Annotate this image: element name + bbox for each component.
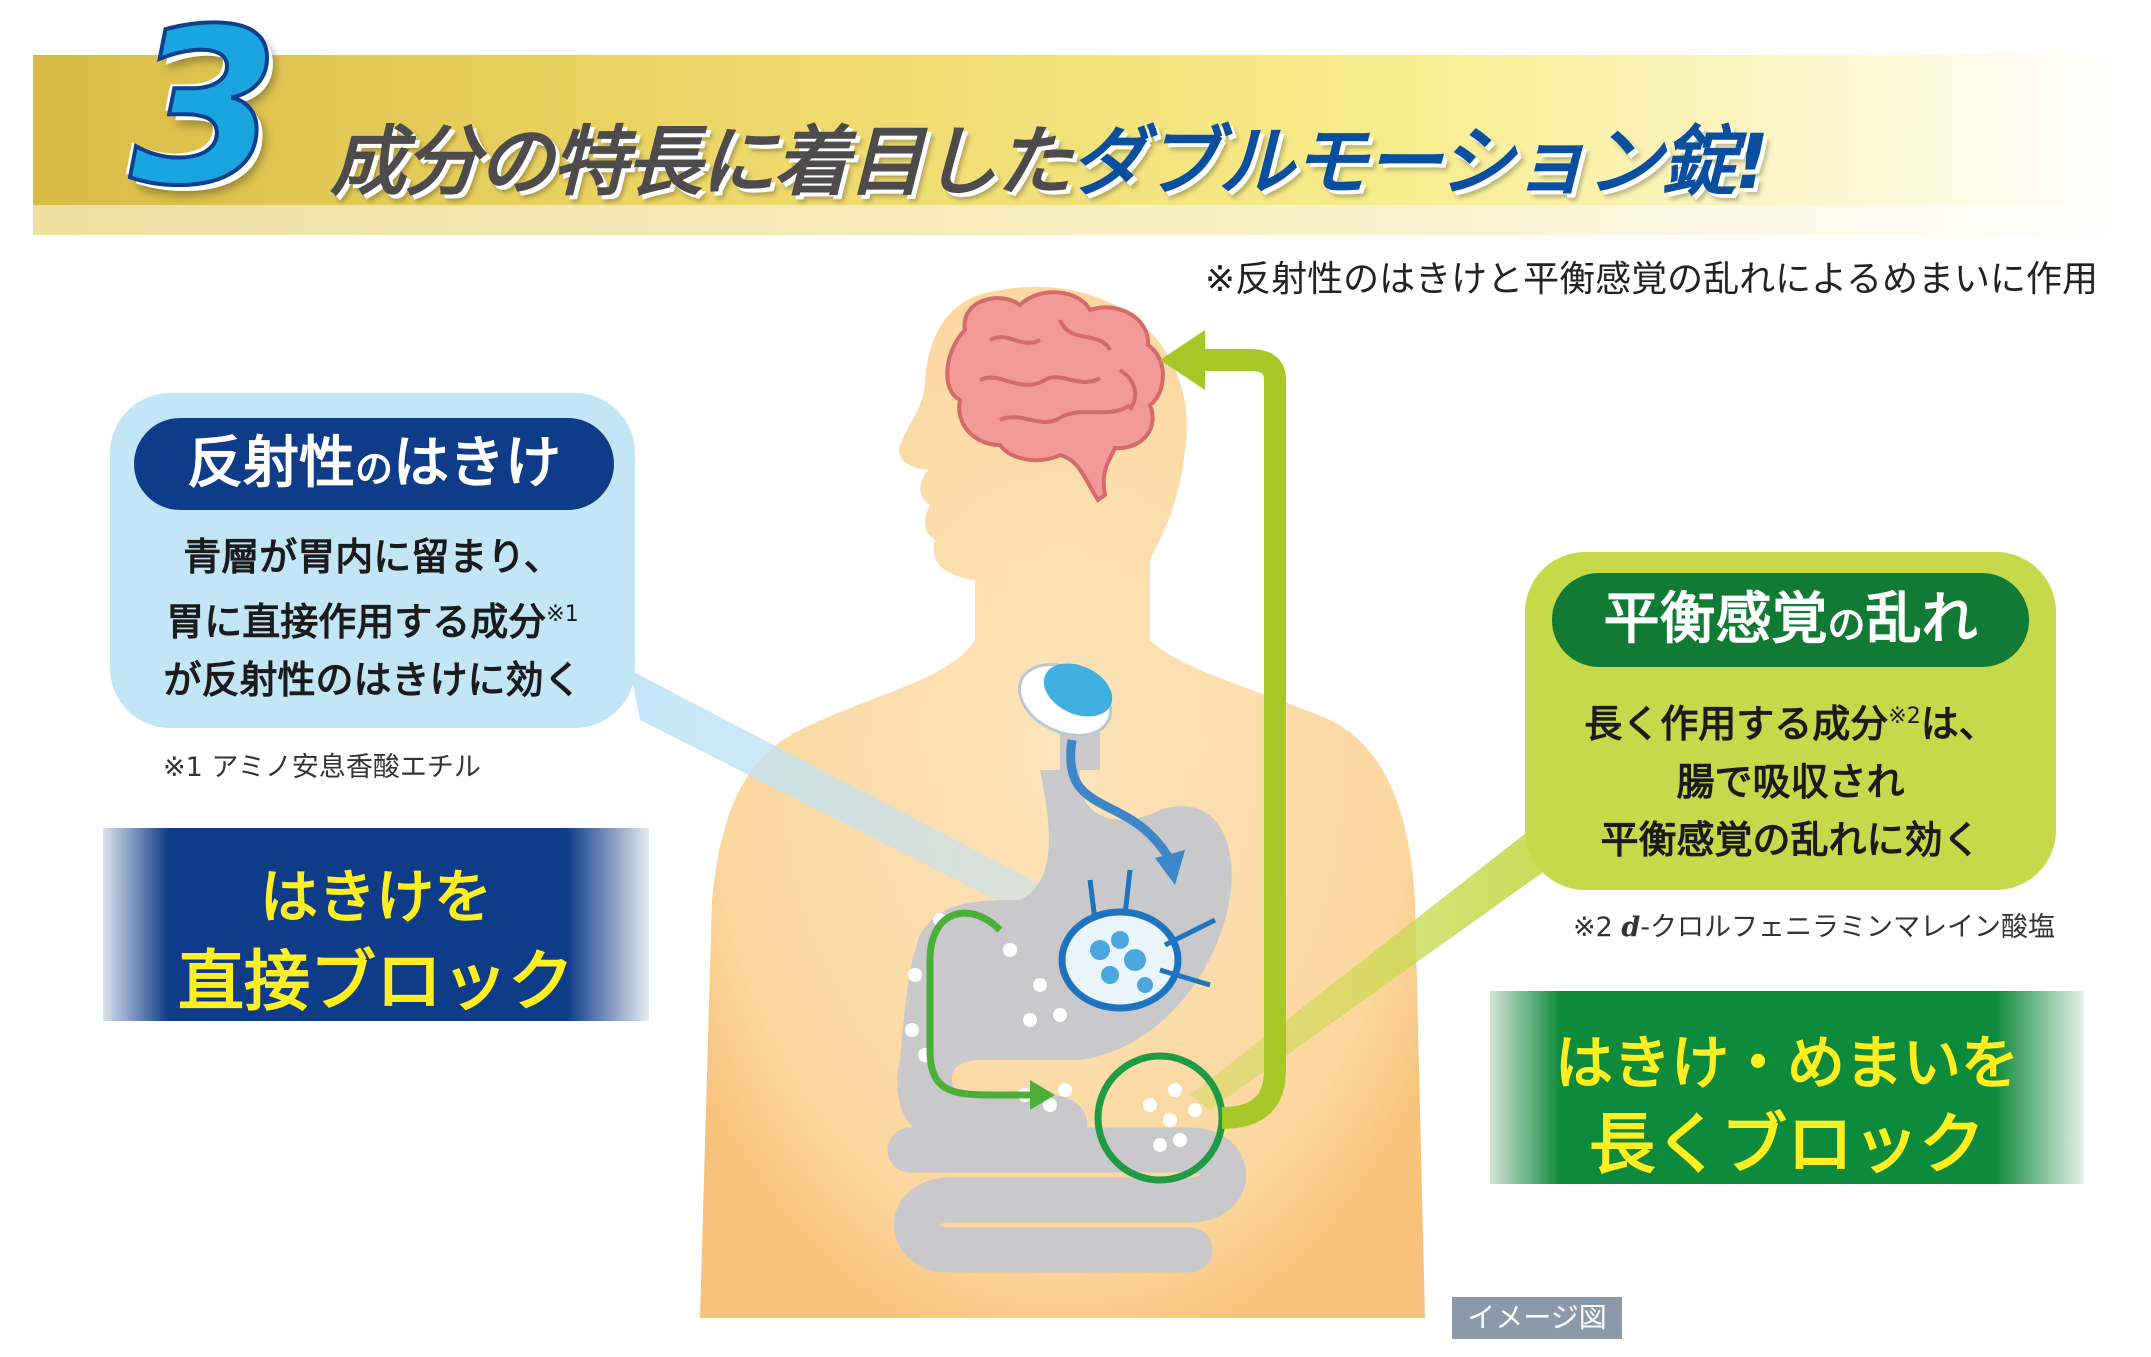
description-line: 平衡感覚の乱れに効く: [1600, 818, 1981, 862]
nausea-callout: 反射性のはきけ 青層が胃内に留まり、 胃に直接作用する成分※1 が反射性のはきけ…: [110, 393, 635, 728]
heading-end: はきけ: [393, 431, 561, 496]
balance-description: 長く作用する成分※2は、 腸で吸収され 平衡感覚の乱れに効く: [1525, 688, 2056, 869]
result-line: 直接ブロック: [178, 943, 574, 1020]
description-line: 腸で吸収され: [1676, 760, 1905, 804]
footnote-1: ※1 アミノ安息香酸エチル: [163, 752, 481, 783]
description-line: が反射性のはきけに効く: [163, 658, 582, 702]
line-text: は、: [1920, 702, 1997, 746]
stomach-target-circle: [1058, 869, 1217, 1012]
heading-end: 乱れ: [1865, 587, 1978, 652]
heading-particle: の: [354, 447, 393, 491]
page-title: 成分の特長に着目したダブルモーション錠!: [330, 100, 1769, 210]
nausea-description: 青層が胃内に留まり、 胃に直接作用する成分※1 が反射性のはきけに効く: [110, 528, 635, 709]
balance-result-banner: はきけ・めまいを 長くブロック: [1490, 991, 2084, 1184]
title-part-2: ダブルモーション錠!: [1070, 117, 1769, 206]
green-flow-arrow: [926, 909, 1035, 1099]
heading-particle: の: [1827, 603, 1866, 647]
description-line: 長く作用する成分※2は、: [1525, 688, 2056, 753]
left-pointer-beam: [630, 670, 1080, 940]
result-line: 長くブロック: [1589, 1106, 1985, 1183]
heading-main: 平衡感覚: [1603, 587, 1828, 652]
footnote-2: ※2 d-クロルフェニラミンマレイン酸塩: [1573, 905, 2055, 944]
absorption-arrow: [1195, 349, 1286, 1129]
balance-heading: 平衡感覚の乱れ: [1552, 573, 2029, 667]
footnote-ref: ※1: [546, 602, 579, 627]
intestine: [887, 1127, 1246, 1273]
title-part-1: 成分の特長に着目した: [330, 117, 1072, 206]
image-label: イメージ図: [1452, 1297, 1622, 1339]
balance-callout: 平衡感覚の乱れ 長く作用する成分※2は、 腸で吸収され 平衡感覚の乱れに効く: [1525, 552, 2056, 890]
banner-stripe: [33, 205, 2125, 235]
description-line: 青層が胃内に留まり、: [183, 535, 562, 579]
tablet-icon: [1017, 663, 1113, 737]
footnote-italic: d: [1621, 912, 1641, 943]
result-line: はきけ・めまいを: [1554, 1029, 2019, 1097]
description-line: 胃に直接作用する成分※1: [110, 586, 635, 651]
brain-icon: [945, 290, 1165, 503]
blue-flow-arrow: [1066, 739, 1174, 863]
line-text: 長く作用する成分: [1584, 702, 1889, 746]
nausea-heading: 反射性のはきけ: [134, 418, 614, 510]
effect-note: ※反射性のはきけと平衡感覚の乱れによるめまいに作用: [1204, 259, 2098, 300]
section-number: 3: [128, 0, 282, 233]
footnote-ref: ※2: [1888, 704, 1921, 729]
footnote-prefix: ※2: [1573, 912, 1622, 943]
nausea-result-banner: はきけを 直接ブロック: [103, 828, 649, 1021]
line-text: 胃に直接作用する成分: [166, 600, 547, 644]
heading-main: 反射性: [186, 431, 355, 496]
result-line: はきけを: [259, 863, 492, 931]
footnote-text: -クロルフェニラミンマレイン酸塩: [1640, 912, 2056, 943]
